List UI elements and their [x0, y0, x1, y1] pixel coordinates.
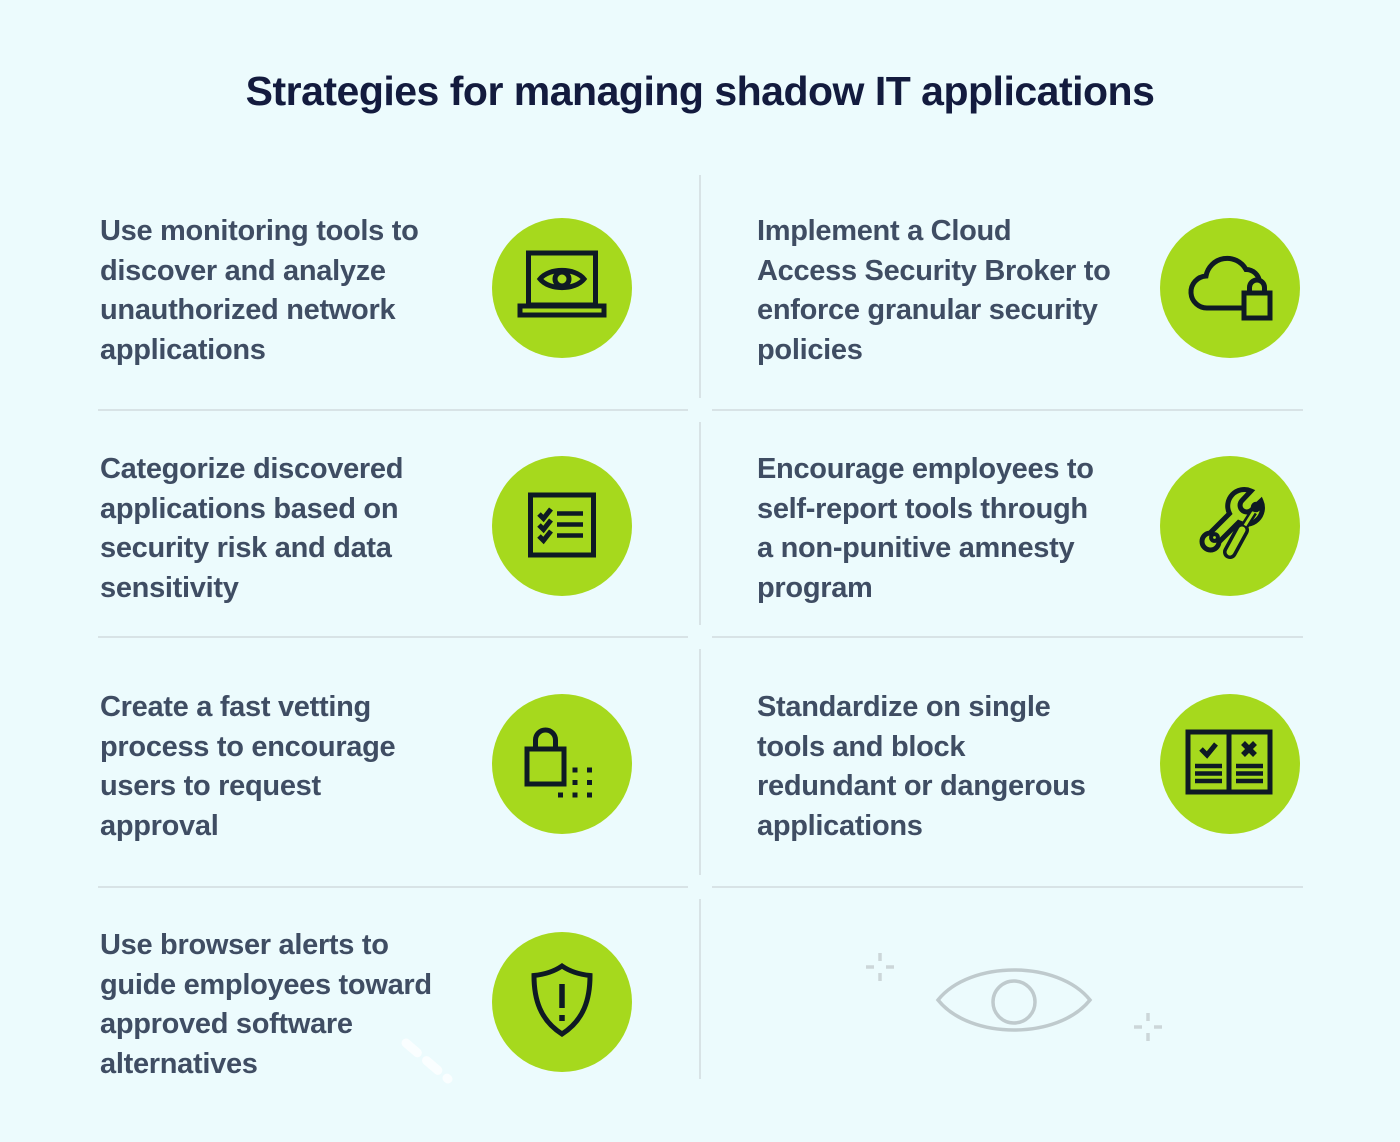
item-text: Encourage employees to self-report tools… [757, 453, 1094, 604]
item-text: Standardize on single tools and block re… [757, 691, 1086, 842]
divider-horizontal [712, 409, 1303, 411]
item-text: Categorize discovered applications based… [100, 453, 404, 604]
item-icon-circle [492, 694, 632, 834]
shield-alert-icon [531, 962, 593, 1037]
item-text: Create a fast vetting process to encoura… [100, 691, 396, 842]
item-icon-circle [492, 456, 632, 596]
divider-horizontal [712, 636, 1303, 638]
swoosh-decoration [401, 1038, 453, 1084]
item-icon-circle [1160, 218, 1300, 358]
item-icon-circle [1160, 694, 1300, 834]
page-title: Strategies for managing shadow IT applic… [245, 68, 1155, 114]
divider-horizontal [712, 886, 1303, 888]
divider-vertical [699, 899, 701, 1079]
checklist-icon [528, 492, 596, 558]
divider-vertical [699, 649, 701, 875]
divider-vertical [699, 422, 701, 625]
tools-icon [1199, 487, 1265, 559]
divider-horizontal [98, 409, 688, 411]
divider-horizontal [98, 636, 688, 638]
lock-dots-icon [524, 727, 592, 798]
item-text: Use browser alerts to guide employees to… [100, 929, 432, 1080]
cloud-lock-icon [1188, 255, 1273, 321]
item-text: Use monitoring tools to discover and ana… [100, 215, 419, 366]
crosshair-icon [866, 953, 894, 981]
divider-horizontal [98, 886, 688, 888]
eye-icon [935, 968, 1093, 1032]
policy-book-icon [1185, 729, 1273, 795]
item-text: Implement a Cloud Access Security Broker… [757, 215, 1111, 366]
laptop-eye-icon [517, 250, 607, 318]
item-icon-circle [492, 932, 632, 1072]
item-icon-circle [1160, 456, 1300, 596]
divider-vertical [699, 175, 701, 398]
item-icon-circle [492, 218, 632, 358]
crosshair-icon [1134, 1013, 1162, 1041]
